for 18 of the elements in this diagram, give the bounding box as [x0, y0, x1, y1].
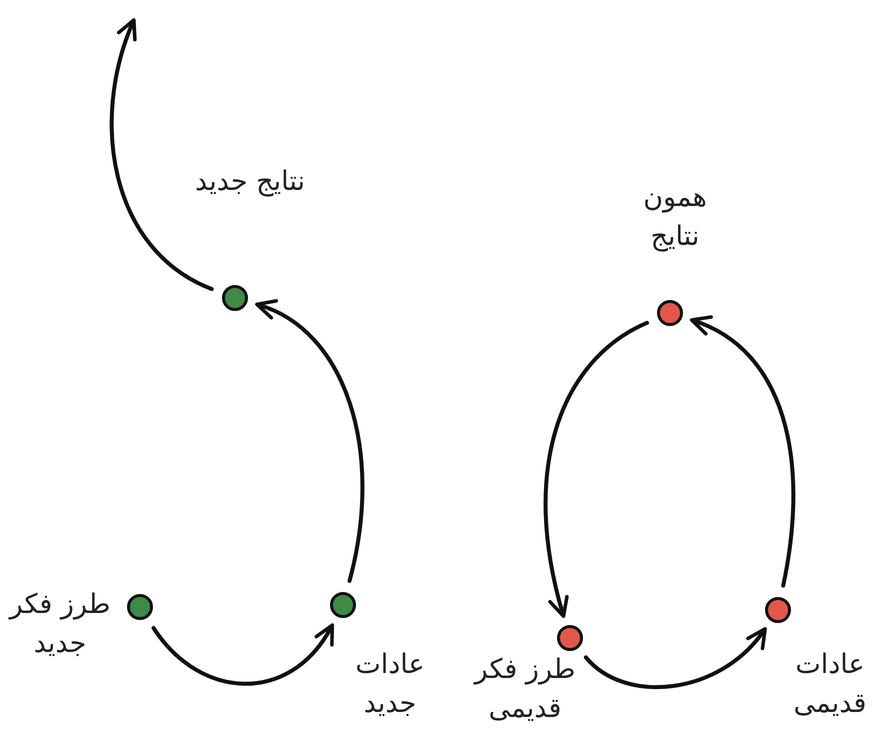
node-caption: نتایج جدید [195, 165, 305, 199]
node-dot [657, 300, 683, 326]
arrow [152, 623, 334, 686]
arrow [690, 316, 796, 588]
node-caption: عادات جدید [354, 648, 426, 722]
node-caption: طرز فکر جدید [8, 588, 112, 662]
node-dot [557, 625, 583, 651]
node-dot [765, 597, 791, 623]
node-caption: عادات قدیمی [792, 648, 868, 722]
node-dot [127, 594, 153, 620]
arrow [110, 18, 214, 292]
node-dot [330, 592, 356, 618]
arrow [584, 627, 768, 690]
node-caption: طرز فکر قدیمی [472, 653, 576, 726]
arrow [544, 320, 649, 618]
node-caption: همون نتایج [642, 181, 708, 254]
arrow [255, 300, 364, 583]
node-dot [222, 285, 248, 311]
